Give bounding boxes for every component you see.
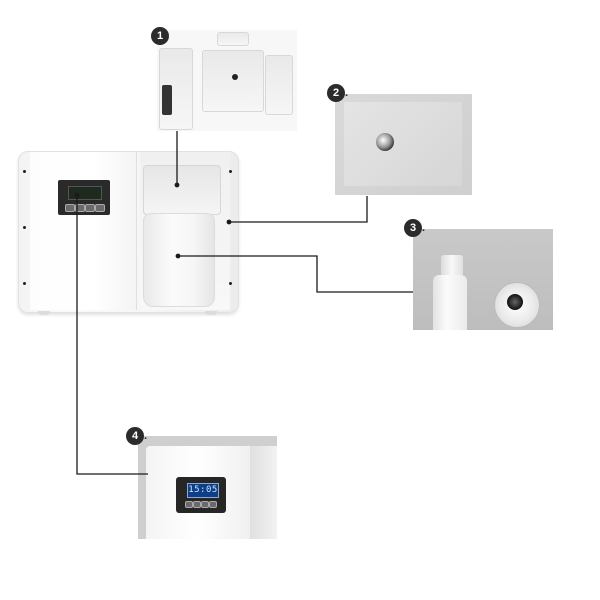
badge-number: 2 (327, 84, 345, 102)
callout-badge-1: 1 (151, 27, 169, 45)
badge-number: 1 (151, 27, 169, 45)
panel-button (209, 501, 217, 508)
screw-dot (23, 170, 26, 173)
device-foot (38, 311, 50, 315)
screw-dot (229, 282, 232, 285)
panel-button (65, 204, 75, 212)
device-foot (205, 311, 217, 315)
leader-line-4 (76, 195, 148, 475)
panel-button (201, 501, 209, 508)
leader-line-3 (178, 255, 413, 293)
panel-button (185, 501, 193, 508)
leader-dot-4 (74, 192, 80, 198)
bottle-neck (441, 255, 463, 277)
device-front-door (30, 152, 137, 310)
panel-button (95, 204, 105, 212)
callout-badge-4: 4 . (126, 427, 147, 445)
bottle (433, 275, 467, 330)
callout-badge-2: 2 . (327, 84, 348, 102)
pump-inlet (507, 294, 523, 310)
callout-badge-3: 3 . (404, 219, 425, 237)
panel-button (85, 204, 95, 212)
oil-bottle (143, 213, 215, 307)
screw-dot (229, 170, 232, 173)
badge-suffix: . (345, 87, 349, 99)
panel-side (250, 446, 277, 539)
pump-mechanism-photo (157, 30, 297, 131)
badge-number: 4 (126, 427, 144, 445)
badge-number: 3 (404, 219, 422, 237)
badge-suffix: . (422, 222, 426, 234)
screw-dot (23, 282, 26, 285)
nozzle-plate (344, 102, 462, 186)
leader-dot-2 (226, 219, 232, 225)
spray-nozzle (376, 133, 394, 151)
leader-dot-3 (175, 253, 181, 259)
leader-line-2 (229, 196, 368, 223)
leader-dot-1 (174, 182, 180, 188)
screw-dot (23, 226, 26, 229)
badge-suffix: . (144, 430, 148, 442)
panel-button (75, 204, 85, 212)
lcd-display: 15:05 (187, 483, 219, 498)
panel-button (193, 501, 201, 508)
